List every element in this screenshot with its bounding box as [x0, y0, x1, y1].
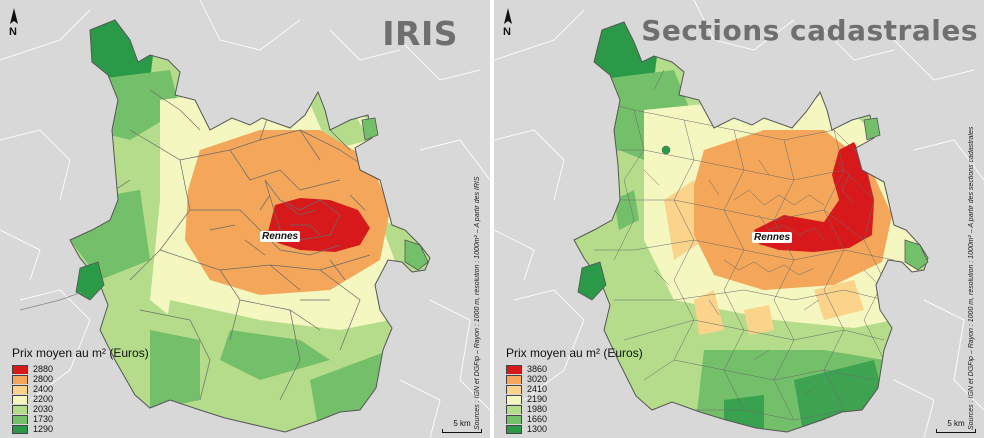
- agglomeration-outline: [69, 19, 431, 433]
- legend-swatch: [506, 414, 522, 424]
- legend-value: 2880: [33, 364, 54, 374]
- enclave-east: [404, 239, 429, 271]
- legend-value: 2200: [33, 394, 54, 404]
- enclave-east: [904, 239, 929, 271]
- north-label: N: [9, 26, 17, 38]
- legend-swatch: [12, 364, 28, 374]
- north-arrow-icon: [504, 8, 512, 24]
- legend-value: 2030: [33, 404, 54, 414]
- iris-boundaries: [99, 89, 371, 401]
- enclave-west: [577, 261, 607, 301]
- legend-row: 2880: [12, 364, 149, 374]
- legend-swatch: [506, 394, 522, 404]
- legend-row: 2800: [12, 374, 149, 384]
- north-arrow-icon: [10, 8, 18, 24]
- scale-label: 5 km: [453, 419, 471, 428]
- legend-swatch: [12, 404, 28, 414]
- sources-note: Sources : IGN et DGFip – Rayon : 1000 m,…: [474, 176, 481, 430]
- legend-row: 2190: [506, 394, 643, 404]
- legend-swatch: [506, 424, 522, 434]
- legend-row: 1980: [506, 404, 643, 414]
- legend-row: 2410: [506, 384, 643, 394]
- legend-value: 2800: [33, 374, 54, 384]
- enclave-northeast: [361, 117, 379, 141]
- legend-row: 3020: [506, 374, 643, 384]
- legend-value: 1660: [527, 414, 548, 424]
- legend-swatch: [12, 414, 28, 424]
- legend-row: 1300: [506, 424, 643, 434]
- legend-row: 1730: [12, 414, 149, 424]
- legend-row: 2200: [12, 394, 149, 404]
- legend-row: 2030: [12, 404, 149, 414]
- legend-value: 1730: [33, 414, 54, 424]
- legend-value: 2410: [527, 384, 548, 394]
- scale-bar-line: [442, 429, 482, 433]
- legend-value: 1290: [33, 424, 54, 434]
- road-line: [19, 291, 83, 311]
- legend-row: 1290: [12, 424, 149, 434]
- panel-title-iris: IRIS: [382, 14, 458, 53]
- legend-value: 1980: [527, 404, 548, 414]
- iris-map: [0, 0, 490, 438]
- scale-bar: 5 km: [442, 419, 482, 433]
- legend-value: 2190: [527, 394, 548, 404]
- panel-divider: [490, 0, 494, 438]
- scale-label: 5 km: [947, 419, 965, 428]
- scale-bar-line: [936, 429, 976, 433]
- city-label-rennes: Rennes: [752, 232, 793, 243]
- cadastral-boundaries: [593, 69, 895, 421]
- legend-swatch: [12, 424, 28, 434]
- legend-swatch: [12, 394, 28, 404]
- small-enclave: [661, 145, 671, 155]
- legend-value: 2400: [33, 384, 54, 394]
- legend-row: 2400: [12, 384, 149, 394]
- agglomeration-outline: [573, 21, 929, 433]
- legend-row: 1660: [506, 414, 643, 424]
- map-panel-sections-cadastrales: N Sections cadastrales Rennes Prix moyen…: [494, 0, 984, 438]
- legend-swatch: [506, 374, 522, 384]
- scale-bar: 5 km: [936, 419, 976, 433]
- north-label: N: [503, 26, 511, 38]
- legend-swatch: [506, 364, 522, 374]
- legend-title: Prix moyen au m² (Euros): [12, 346, 149, 360]
- sources-note: Sources : IGN et DGFip – Rayon : 1000 m,…: [968, 126, 975, 430]
- cadastral-map: [494, 0, 984, 438]
- legend-value: 3020: [527, 374, 548, 384]
- background-commune-lines: [494, 0, 984, 438]
- legend-value: 1300: [527, 424, 548, 434]
- map-panel-iris: N IRIS Rennes Prix moyen au m² (Euros) 2…: [0, 0, 490, 438]
- legend-row: 3860: [506, 364, 643, 374]
- legend-swatch: [506, 404, 522, 414]
- city-label-rennes: Rennes: [260, 231, 301, 242]
- legend-swatch: [12, 374, 28, 384]
- enclave-northeast: [863, 117, 881, 141]
- background-commune-lines: [0, 0, 490, 438]
- legend-swatch: [12, 384, 28, 394]
- enclave-west: [75, 261, 105, 301]
- panel-title-sections-cadastrales: Sections cadastrales: [641, 14, 978, 47]
- legend-value: 3860: [527, 364, 548, 374]
- legend-swatch: [506, 384, 522, 394]
- legend-title: Prix moyen au m² (Euros): [506, 346, 643, 360]
